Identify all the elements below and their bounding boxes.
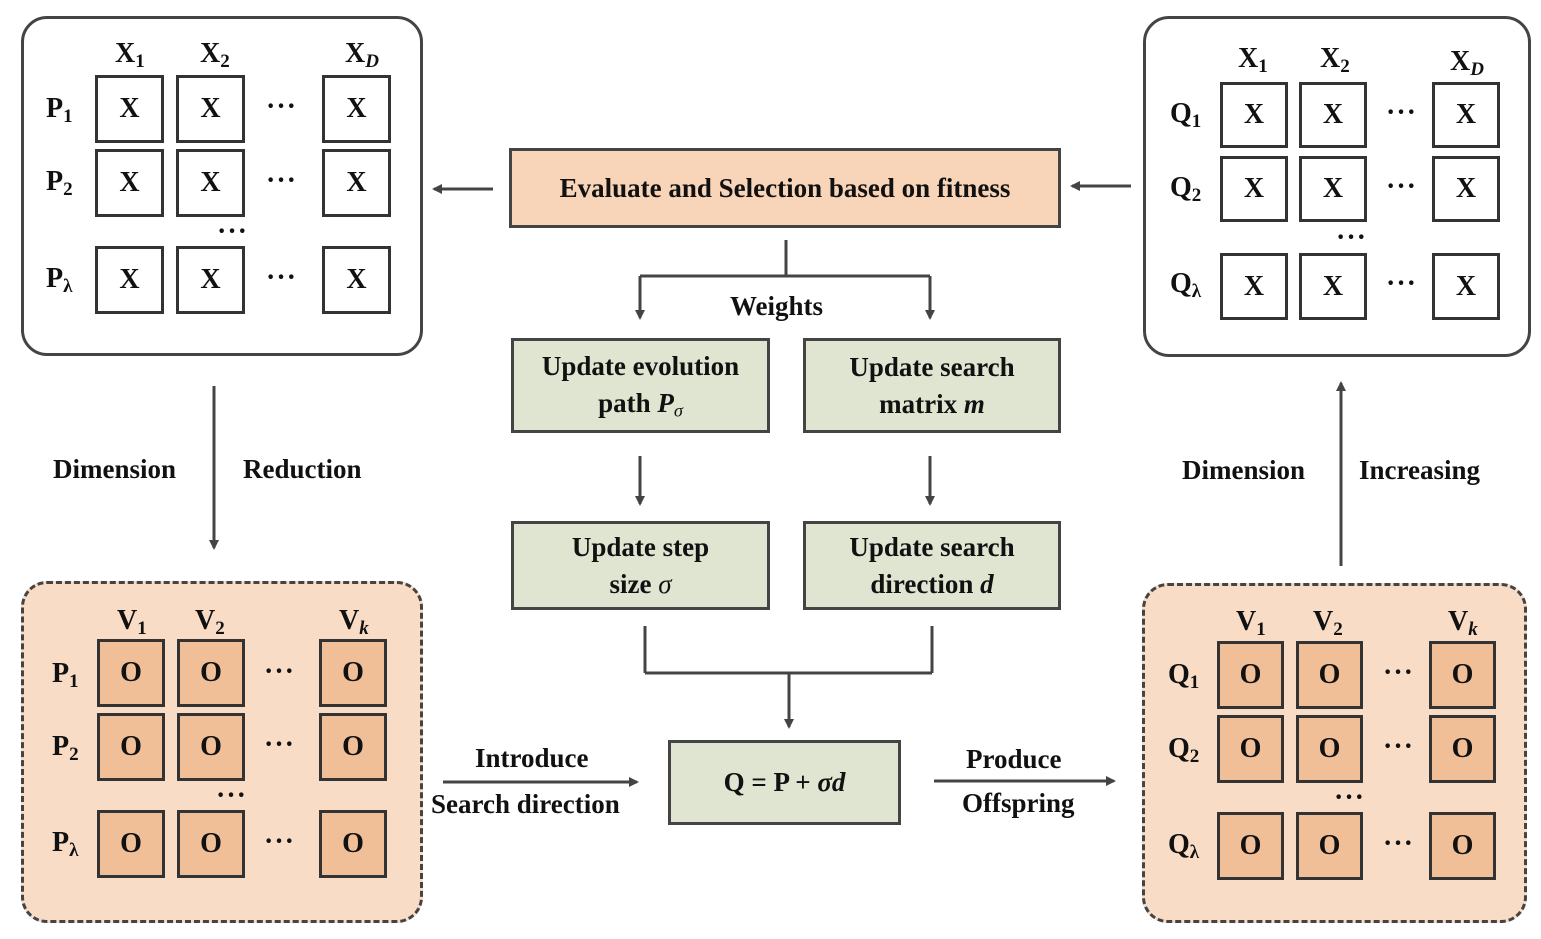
ellipsis: ··· (266, 262, 298, 293)
matrix-cell: X (95, 149, 164, 217)
ellipsis: ··· (264, 826, 296, 857)
ellipsis: ··· (264, 729, 296, 760)
matrix-cell: X (176, 246, 245, 314)
matrix-cell: O (97, 639, 165, 707)
ellipsis: ··· (264, 656, 296, 687)
matrix-cell: X (176, 149, 245, 217)
matrix-cell: O (177, 810, 245, 878)
update-search-direction-box: Update search direction d (803, 521, 1061, 610)
matrix-cell: O (319, 810, 387, 878)
matrix-cell: O (1429, 715, 1496, 783)
matrix-cell: O (97, 713, 165, 781)
matrix-cell: X (322, 246, 391, 314)
matrix-cell: X (95, 246, 164, 314)
col-header: Vk (1448, 606, 1478, 640)
row-header: P2 (52, 731, 79, 765)
matrix-cell: O (319, 713, 387, 781)
matrix-cell: O (1429, 641, 1496, 709)
matrix-cell: X (1299, 82, 1367, 148)
matrix-cell: X (322, 75, 391, 143)
introduce-label: Introduce (475, 743, 589, 773)
matrix-cell: O (1296, 715, 1363, 783)
update-step-size-box: Update step size σ (511, 521, 770, 610)
matrix-cell: X (1220, 82, 1288, 148)
row-header: P2 (46, 166, 73, 200)
col-header: X2 (200, 38, 230, 72)
ellipsis: ··· (1383, 657, 1415, 688)
row-header: P1 (46, 93, 73, 127)
ellipsis: ··· (1386, 97, 1418, 128)
ellipsis: ··· (266, 165, 298, 196)
matrix-cell: X (322, 149, 391, 217)
matrix-cell: O (1429, 812, 1496, 880)
produce-label: Produce (966, 744, 1062, 774)
matrix-cell: X (1432, 253, 1500, 320)
matrix-cell: O (1296, 641, 1363, 709)
col-header: X2 (1320, 43, 1350, 77)
row-header: Pλ (52, 827, 79, 861)
col-header: X1 (1238, 43, 1268, 77)
row-header: Qλ (1168, 829, 1200, 863)
ellipsis: ··· (1336, 222, 1368, 253)
matrix-cell: X (1299, 253, 1367, 320)
offspring-formula-box: Q = P + σd (668, 740, 901, 825)
evaluate-selection-box: Evaluate and Selection based on fitness (509, 148, 1061, 228)
col-header: V2 (1313, 606, 1343, 640)
matrix-cell: O (1296, 812, 1363, 880)
row-header: Q2 (1170, 172, 1202, 206)
matrix-cell: O (177, 713, 245, 781)
row-header: Qλ (1170, 268, 1202, 302)
col-header: Vk (339, 605, 369, 639)
ellipsis: ··· (1383, 828, 1415, 859)
ellipsis: ··· (266, 91, 298, 122)
matrix-cell: O (319, 639, 387, 707)
col-header: V1 (117, 605, 147, 639)
dimension-reduction-label-left: Dimension (53, 454, 177, 484)
matrix-cell: X (1432, 82, 1500, 148)
matrix-cell: X (1299, 156, 1367, 222)
dimension-increasing-label-right: Increasing (1359, 455, 1481, 485)
matrix-cell: O (177, 639, 245, 707)
matrix-cell: X (176, 75, 245, 143)
ellipsis: ··· (1386, 268, 1418, 299)
col-header: XD (345, 38, 379, 72)
ellipsis: ··· (1383, 731, 1415, 762)
matrix-cell: O (1217, 715, 1284, 783)
matrix-cell: O (97, 810, 165, 878)
matrix-cell: O (1217, 812, 1284, 880)
row-header: Q2 (1168, 733, 1200, 767)
ellipsis: ··· (216, 780, 248, 811)
col-header: X1 (115, 38, 145, 72)
matrix-cell: X (1220, 253, 1288, 320)
dimension-increasing-label-left: Dimension (1182, 455, 1306, 485)
matrix-cell: X (95, 75, 164, 143)
update-evolution-path-box: Update evolution path Pσ (511, 338, 770, 433)
dimension-reduction-label-right: Reduction (243, 454, 362, 484)
update-search-matrix-box: Update search matrix m (803, 338, 1061, 433)
matrix-cell: O (1217, 641, 1284, 709)
weights-label: Weights (730, 291, 824, 321)
row-header: P1 (52, 658, 79, 692)
matrix-cell: X (1220, 156, 1288, 222)
row-header: Q1 (1168, 659, 1200, 693)
col-header: XD (1450, 46, 1484, 80)
row-header: Pλ (46, 263, 73, 297)
col-header: V2 (195, 605, 225, 639)
ellipsis: ··· (1386, 171, 1418, 202)
search-direction-label: Search direction (431, 789, 620, 819)
ellipsis: ··· (1334, 782, 1366, 813)
col-header: V1 (1236, 606, 1266, 640)
row-header: Q1 (1170, 98, 1202, 132)
offspring-label: Offspring (962, 788, 1075, 818)
ellipsis: ··· (217, 216, 249, 247)
matrix-cell: X (1432, 156, 1500, 222)
